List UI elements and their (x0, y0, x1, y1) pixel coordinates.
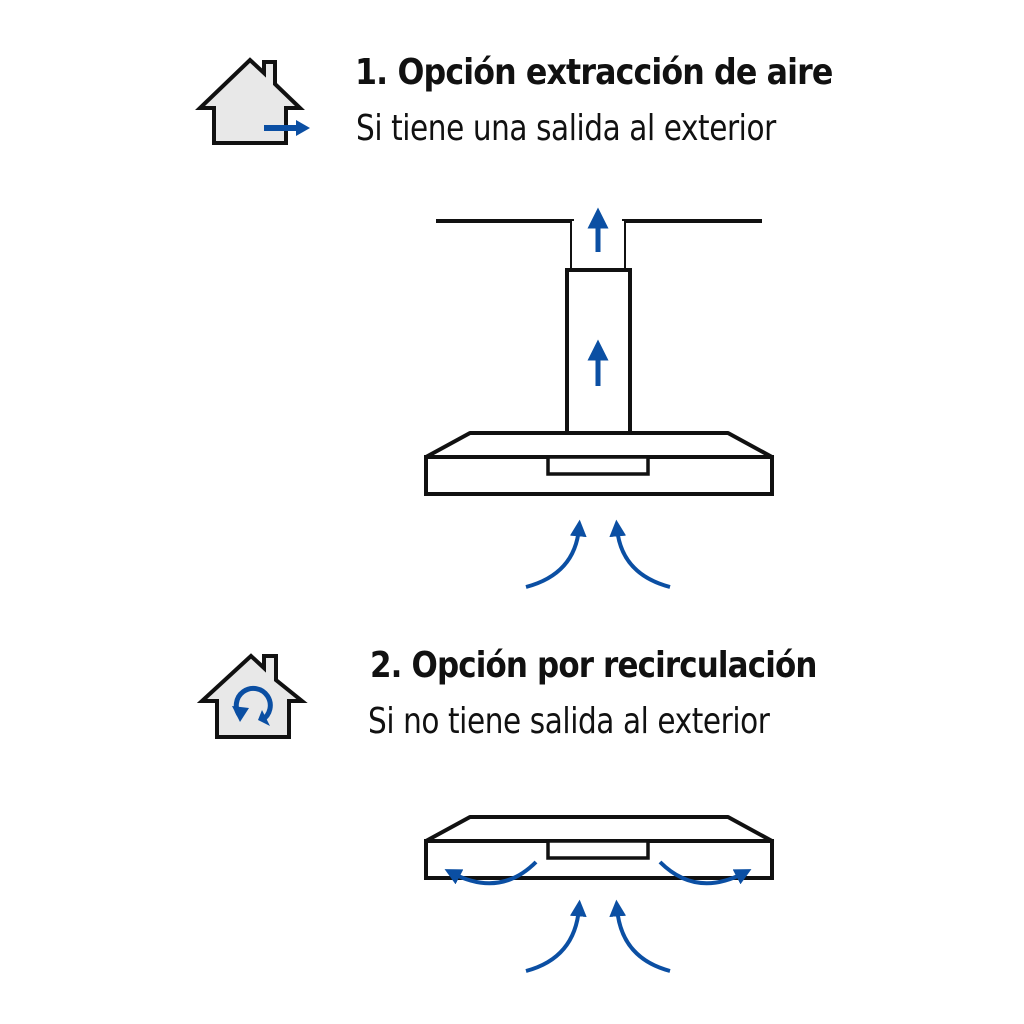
outflow-arrow-left (444, 860, 538, 886)
option2-title: 2. Opción por recirculación (370, 645, 817, 686)
hood-panel (546, 839, 650, 860)
recirculation-hood-diagram (424, 815, 774, 973)
exhaust-hood-diagram (424, 207, 774, 589)
house-recirculation-icon (196, 653, 308, 739)
option1-title: 1. Opción extracción de aire (355, 52, 833, 93)
intake-arrow-right (609, 519, 671, 589)
hood-panel (546, 455, 650, 476)
option1-subtitle: Si tiene una salida al exterior (356, 108, 776, 149)
intake-arrow-left (525, 899, 587, 973)
hood-top (424, 431, 774, 459)
intake-arrow-right (609, 899, 671, 973)
ceiling-line (436, 219, 574, 270)
intake-arrow-left (525, 519, 587, 589)
hood-top (424, 815, 774, 843)
option2-subtitle: Si no tiene salida al exterior (368, 701, 770, 742)
house-exhaust-icon (195, 57, 310, 145)
recirculation-icon (233, 685, 273, 723)
outflow-arrow-right (658, 860, 752, 886)
